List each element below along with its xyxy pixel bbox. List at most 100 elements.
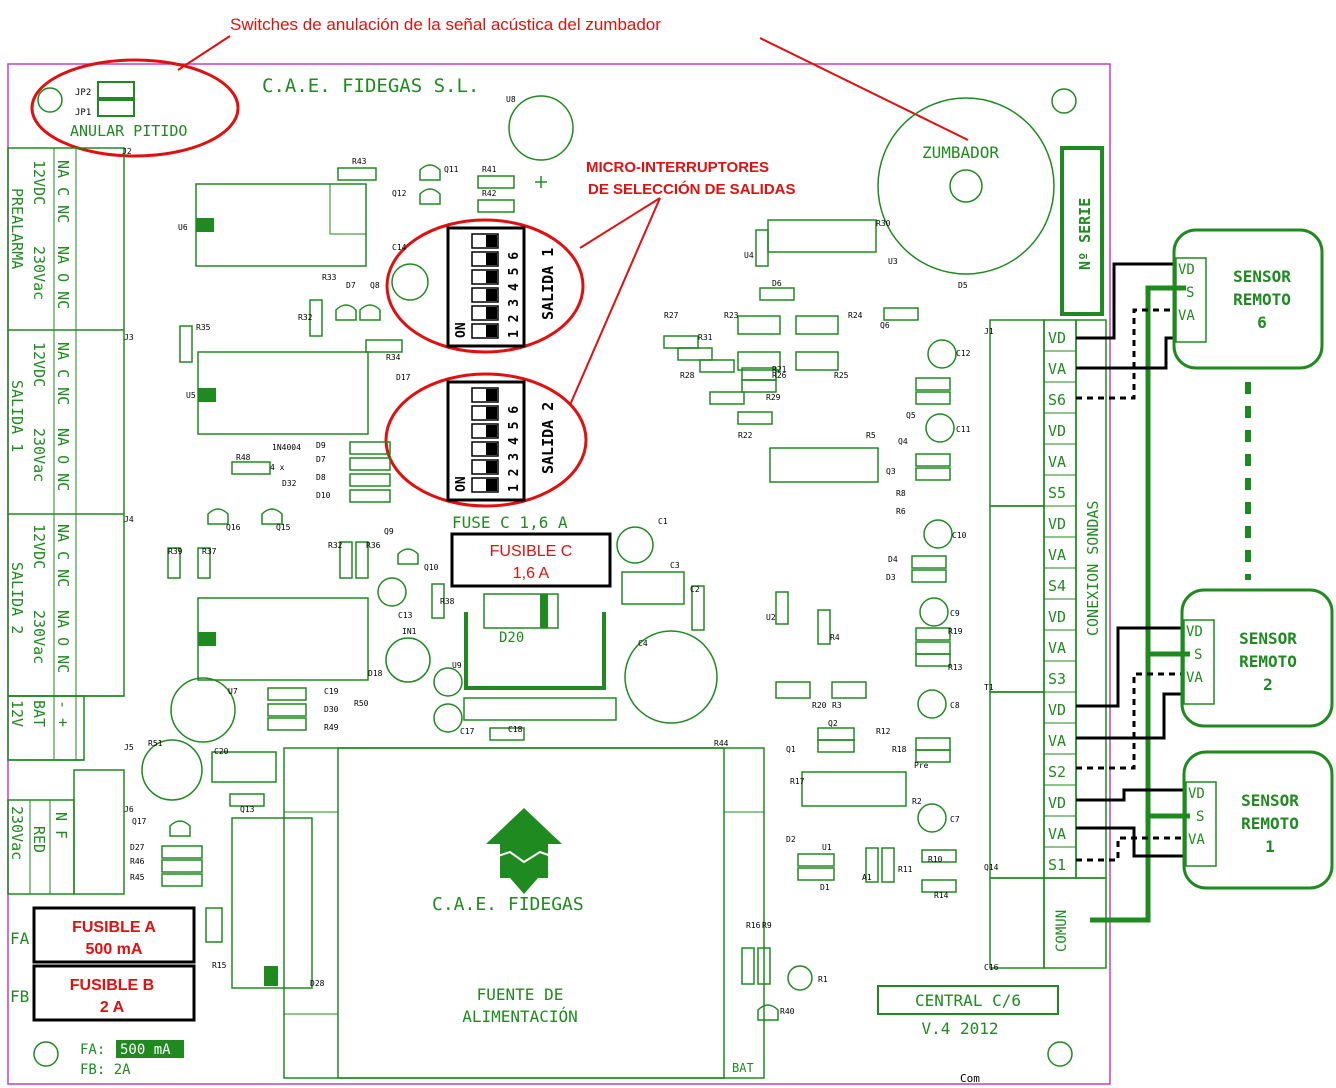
dip-switch-salida-2[interactable]: ON 1 2 3 4 5 6 SALIDA 2 <box>384 372 588 508</box>
resistor <box>355 541 369 579</box>
resistor <box>915 627 951 641</box>
prealarma-volt-2: 230Vac <box>30 246 48 300</box>
relay-u6 <box>195 183 367 267</box>
component-label: C11 <box>956 425 971 434</box>
terminal-va: VA <box>1048 546 1066 564</box>
resistor <box>431 583 445 619</box>
component-label: R20 <box>812 701 827 710</box>
jumper-jp2[interactable] <box>97 81 135 99</box>
transistor <box>169 820 191 837</box>
component-label: U7 <box>228 687 238 696</box>
anular-pitido-label: ANULAR PITIDO <box>70 122 187 140</box>
zumbador-label: ZUMBADOR <box>922 143 999 162</box>
component-label: R34 <box>386 353 401 362</box>
component-label: U4 <box>744 251 754 260</box>
component-label: D9 <box>316 441 326 450</box>
resistor <box>915 391 951 405</box>
resistor <box>737 411 773 425</box>
component-label: Q6 <box>880 321 890 330</box>
component-label: R17 <box>790 777 805 786</box>
resistor <box>167 547 181 579</box>
sensor-pin-vd: VD <box>1178 262 1195 278</box>
capacitor-c20 <box>141 739 203 801</box>
salida2-name: SALIDA 2 <box>8 562 26 634</box>
component-label: Q15 <box>276 523 291 532</box>
component-label: D30 <box>324 705 339 714</box>
terminal-vd: VD <box>1048 608 1066 626</box>
salida1-name: SALIDA 1 <box>8 380 26 452</box>
jumper-jp1[interactable] <box>97 99 135 117</box>
component-label: R48 <box>236 453 251 462</box>
dip-switch-salida-1[interactable]: ON 1 2 3 4 5 6 SALIDA 1 <box>385 218 585 354</box>
salida1-contacts-1: NA C NC <box>54 342 72 405</box>
component-label: R32 <box>298 313 313 322</box>
sensor-0-name-line: 6 <box>1257 313 1267 332</box>
dip-lever <box>486 235 497 247</box>
resistor <box>911 569 947 583</box>
component-label: D5 <box>958 281 968 290</box>
salida1-volt-1: 12VDC <box>30 342 48 387</box>
jumpers: JP2 JP1 ANULAR PITIDO <box>30 58 240 158</box>
power-label-2: ALIMENTACIÓN <box>462 1007 578 1026</box>
component-label: R18 <box>892 745 907 754</box>
small-components <box>161 164 957 1021</box>
sensor-2-name-line: 1 <box>1265 837 1275 856</box>
terminal-s4: S4 <box>1048 577 1066 595</box>
resistor <box>795 351 839 371</box>
component-label: C2 <box>690 585 700 594</box>
resistor <box>349 473 391 487</box>
resistor <box>349 441 391 455</box>
fuse-a: FUSIBLE A 500 mA FA <box>10 906 196 964</box>
fuse-b: FUSIBLE B 2 A FB <box>10 964 196 1022</box>
component-label: Q5 <box>906 411 916 420</box>
dip-lever <box>486 325 497 337</box>
resistor <box>691 585 705 631</box>
component-label: R24 <box>848 311 863 320</box>
component-label: R2 <box>912 797 922 806</box>
module-u8 <box>231 817 313 989</box>
component-label: R22 <box>738 431 753 440</box>
component-label: R51 <box>148 739 163 748</box>
resistor <box>883 307 919 321</box>
sensor-remoto-6 <box>1172 228 1324 370</box>
jp2-label: JP2 <box>75 88 91 98</box>
transistor <box>359 304 381 321</box>
component-label: C4 <box>638 639 648 648</box>
component-label: D10 <box>316 491 331 500</box>
component-label: R35 <box>196 323 211 332</box>
common-bus <box>1090 285 1186 923</box>
component-label: R23 <box>724 311 739 320</box>
component-label: U1 <box>822 843 832 852</box>
central-box: CENTRAL C/6 V.4 2012 Com <box>877 985 1059 1085</box>
relay-u7 <box>197 597 369 681</box>
legend-fa-highlight <box>116 1040 184 1058</box>
serial-label: Nº SERIE <box>1076 198 1094 270</box>
component-label: R49 <box>324 723 339 732</box>
component-label: 1N4004 <box>272 443 301 452</box>
transistor <box>397 548 419 565</box>
bat-volt: 12V <box>8 700 26 727</box>
component-label: Q9 <box>384 527 394 536</box>
dip1-numbers: 1 2 3 4 5 6 <box>507 252 522 338</box>
transistor <box>261 508 283 525</box>
component-label: D4 <box>888 555 898 564</box>
component-label: R13 <box>948 663 963 672</box>
resistor <box>161 845 203 859</box>
capacitor-c16 <box>787 965 813 991</box>
header-leader-left <box>177 35 231 71</box>
dip-lever <box>486 271 497 283</box>
component-label: IN1 <box>402 627 417 636</box>
legend-fa-value: 500 mA <box>120 1042 171 1058</box>
resistor <box>267 717 307 731</box>
component-label: R15 <box>212 961 227 970</box>
resistor <box>161 859 203 873</box>
component-label: J3 <box>124 333 134 342</box>
component-label: D27 <box>130 843 145 852</box>
dip-lever <box>486 307 497 319</box>
component-label: C12 <box>956 349 971 358</box>
fuse-b-value: 2 A <box>100 999 125 1016</box>
resistor <box>797 867 835 881</box>
component-label: J5 <box>124 743 134 752</box>
component-label: R6 <box>896 507 906 516</box>
dip2-label: SALIDA 2 <box>539 402 557 474</box>
